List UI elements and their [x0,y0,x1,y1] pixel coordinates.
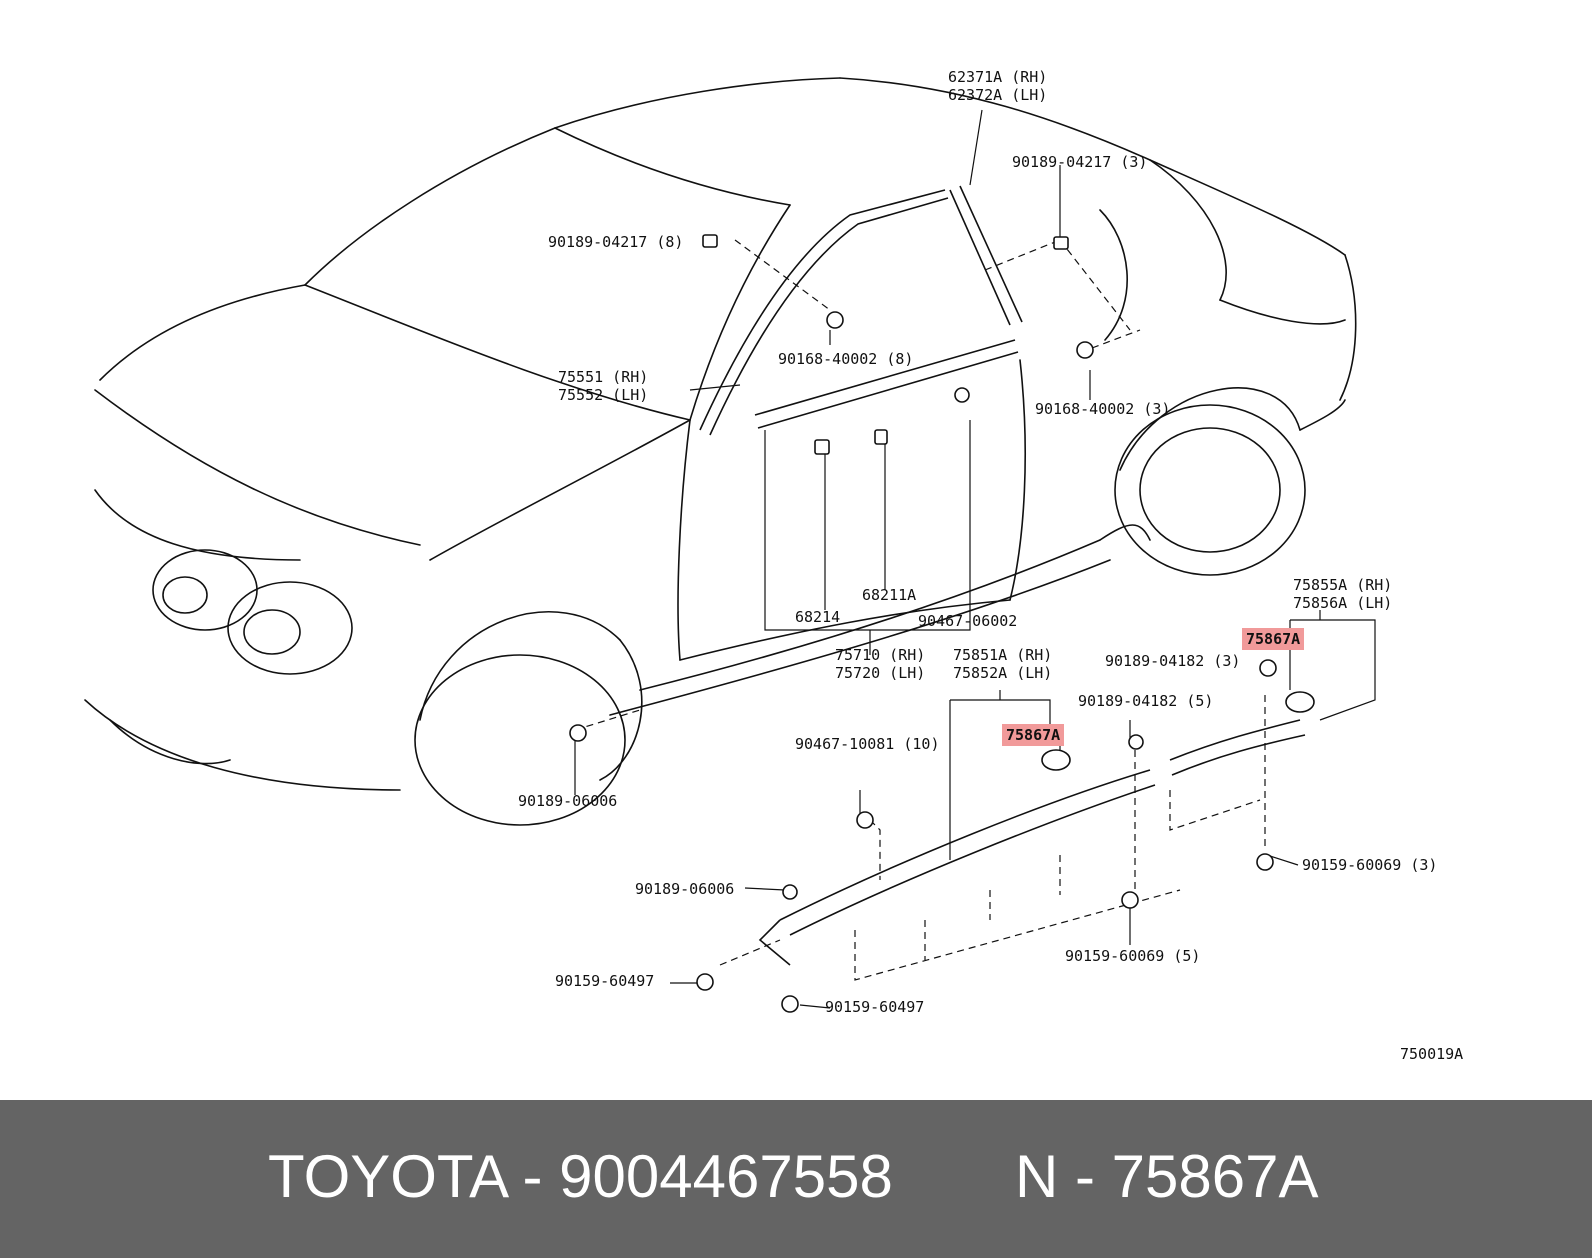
part-label-75852A: 75852A (LH) [953,664,1053,682]
footer-reference-number: N - 75867A [1015,1143,1319,1210]
part-label-90189-04217-3: 90189-04217 (3) [1012,153,1148,171]
part-label-75710: 75710 (RH) [835,646,926,664]
part-label-90159-60069-5: 90159-60069 (5) [1065,947,1201,965]
diagram-reference-code: 750019A [1400,1045,1464,1063]
part-label-75856A: 75856A (LH) [1293,594,1393,612]
part-label-68214: 68214 [795,608,841,626]
part-label-75855A: 75855A (RH) [1293,576,1393,594]
part-label-75551: 75551 (RH) [558,368,649,386]
highlighted-part-label-75867A-front[interactable]: 75867A [1002,724,1065,746]
part-label-62371A: 62371A (RH) [948,68,1048,86]
part-label-90189-06006-front: 90189-06006 [518,792,618,810]
part-label-90467-06002: 90467-06002 [918,612,1018,630]
part-label-68211A: 68211A [862,586,917,604]
car-body-drawing [84,77,1376,1013]
part-label-90189-04217-8: 90189-04217 (8) [548,233,684,251]
part-label-90189-04182-3: 90189-04182 (3) [1105,652,1241,670]
part-label-90467-10081: 90467-10081 (10) [795,735,940,753]
part-label-90159-60497-left: 90159-60497 [555,972,655,990]
part-label-90189-04182-5: 90189-04182 (5) [1078,692,1214,710]
part-label-75720: 75720 (LH) [835,664,926,682]
highlighted-part-label-75867A-rear[interactable]: 75867A [1242,628,1305,650]
footer-bar: TOYOTA - 9004467558 N - 75867A [0,1100,1592,1258]
footer-brand-part-number: TOYOTA - 9004467558 [268,1143,893,1210]
part-label-90168-40002-3: 90168-40002 (3) [1035,400,1171,418]
part-label-90168-40002-8: 90168-40002 (8) [778,350,914,368]
part-label-75851A: 75851A (RH) [953,646,1053,664]
part-label-90189-06006-lower: 90189-06006 [635,880,735,898]
part-label-75552: 75552 (LH) [558,386,649,404]
parts-diagram: 62371A (RH) 62372A (LH) 90189-04217 (3) … [84,68,1464,1063]
part-label-90159-60069-3: 90159-60069 (3) [1302,856,1438,874]
part-label-90159-60497-bottom: 90159-60497 [825,998,925,1016]
part-label-62372A: 62372A (LH) [948,86,1048,104]
